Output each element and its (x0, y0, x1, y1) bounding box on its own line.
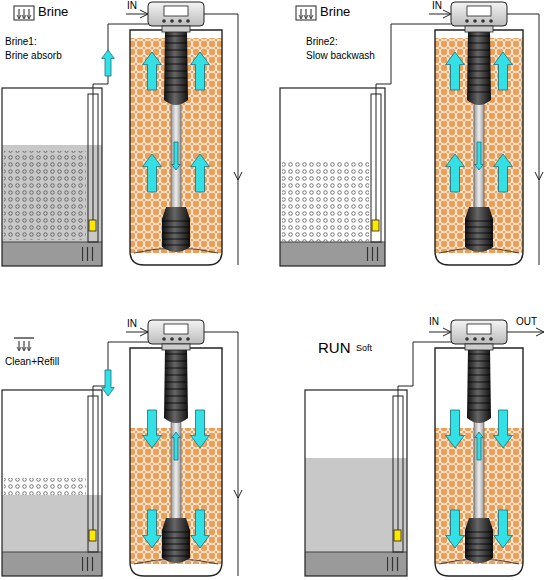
mode-label: Brine1: (5, 36, 37, 47)
control-valve (451, 320, 507, 350)
mode-label: Brine2: (306, 36, 338, 47)
control-valve (148, 320, 204, 350)
line-arrowhead (140, 10, 148, 18)
mode-label: Soft (356, 344, 372, 354)
flow-arrow (191, 410, 210, 448)
flow-arrow (475, 142, 483, 170)
inlet-line (126, 332, 148, 333)
flow-arrow (494, 52, 513, 90)
inlet-line (429, 332, 451, 333)
flow-arrow (143, 510, 162, 548)
brine-tank (305, 390, 407, 576)
lower-distributor (465, 207, 493, 252)
flow-arrow (143, 410, 162, 448)
flow-arrow (102, 370, 115, 396)
flow-arrow (191, 52, 210, 90)
float-valve (89, 220, 96, 231)
process-panel (2, 320, 242, 576)
lower-distributor (465, 518, 493, 563)
flow-arrow (494, 154, 513, 192)
upper-distributor (164, 30, 188, 105)
line-arrowhead (535, 172, 543, 180)
mode-label: Brine (320, 5, 350, 19)
flow-arrow (143, 52, 162, 90)
brine-tank (2, 88, 102, 266)
mode-label: Slow backwash (306, 50, 375, 61)
flow-arrow (494, 510, 513, 548)
control-valve (451, 2, 507, 32)
float-valve (394, 530, 401, 541)
inlet-line (429, 14, 451, 15)
process-panel (280, 2, 543, 266)
flow-arrow (446, 510, 465, 548)
float-valve (89, 530, 96, 541)
lower-distributor (162, 207, 190, 252)
resin-tank (130, 348, 222, 576)
flow-arrow (143, 154, 162, 192)
flow-arrow (475, 432, 483, 460)
line-arrowhead (443, 10, 451, 18)
lower-distributor (162, 518, 190, 563)
process-panel (2, 2, 242, 266)
resin-tank (435, 348, 523, 576)
brine-tank (280, 88, 385, 266)
control-valve (148, 2, 204, 32)
mode-label: Brine absorb (5, 50, 62, 61)
process-panel (305, 320, 544, 576)
flow-arrow (446, 410, 465, 448)
mode-label: Brine (38, 5, 68, 19)
flow-arrow (446, 154, 465, 192)
line-arrowhead (536, 328, 544, 336)
line-arrowhead (443, 328, 451, 336)
upper-distributor (467, 30, 491, 105)
flow-arrow (494, 410, 513, 448)
flow-arrow (446, 52, 465, 90)
mode-label: IN (127, 318, 137, 329)
line-arrowhead (234, 172, 242, 180)
mode-icon (296, 6, 316, 20)
mode-icon (14, 338, 34, 351)
inlet-line (126, 14, 148, 15)
mode-label: IN (429, 316, 439, 327)
resin-tank (435, 30, 523, 265)
flow-arrow (172, 142, 180, 170)
float-valve (372, 220, 379, 231)
mode-label: Clean+Refill (5, 356, 59, 367)
line-arrowhead (234, 490, 242, 498)
mode-label: IN (127, 0, 137, 11)
line-arrowhead (140, 328, 148, 336)
upper-distributor (164, 348, 188, 423)
flow-arrow (191, 510, 210, 548)
flow-arrow (191, 154, 210, 192)
mode-label: OUT (516, 316, 537, 327)
outlet-line (507, 332, 544, 333)
mode-label: IN (432, 0, 442, 11)
flow-arrow (172, 432, 180, 460)
flow-arrow (102, 50, 115, 76)
resin-tank (130, 30, 222, 265)
upper-distributor (467, 348, 491, 423)
mode-label: RUN (318, 340, 351, 357)
brine-tank (2, 390, 102, 576)
mode-icon (14, 6, 34, 20)
